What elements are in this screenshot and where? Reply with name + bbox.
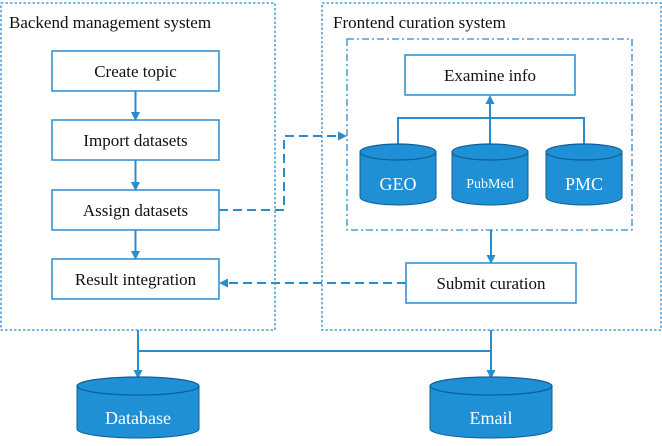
- submit-curation-box: Submit curation: [405, 262, 577, 304]
- assign-datasets-box: Assign datasets: [51, 189, 220, 231]
- email-label: Email: [470, 408, 513, 428]
- import-datasets-box: Import datasets: [51, 119, 220, 161]
- pubmed-database-icon: PubMed: [451, 143, 529, 206]
- create-topic-box: Create topic: [51, 50, 220, 92]
- backend-panel-title: Backend management system: [9, 13, 211, 32]
- pmc-database-icon: PMC: [545, 143, 623, 206]
- import-datasets-label: Import datasets: [83, 131, 187, 150]
- submit-curation-label: Submit curation: [436, 274, 546, 293]
- database-icon: Database: [76, 376, 200, 439]
- arrow-assign-to-frontend: [219, 131, 347, 211]
- frontend-panel-title: Frontend curation system: [333, 13, 506, 32]
- pubmed-label: PubMed: [466, 177, 513, 192]
- email-icon: Email: [429, 376, 553, 439]
- examine-info-label: Examine info: [444, 66, 536, 85]
- database-label: Database: [105, 408, 171, 428]
- geo-database-icon: GEO: [359, 143, 437, 206]
- pmc-label: PMC: [565, 174, 603, 194]
- examine-info-box: Examine info: [404, 54, 576, 96]
- geo-label: GEO: [380, 174, 417, 194]
- data-sources-panel: [346, 38, 633, 231]
- assign-datasets-label: Assign datasets: [83, 201, 188, 220]
- create-topic-label: Create topic: [94, 62, 177, 81]
- result-integration-label: Result integration: [75, 270, 197, 289]
- result-integration-box: Result integration: [51, 258, 220, 300]
